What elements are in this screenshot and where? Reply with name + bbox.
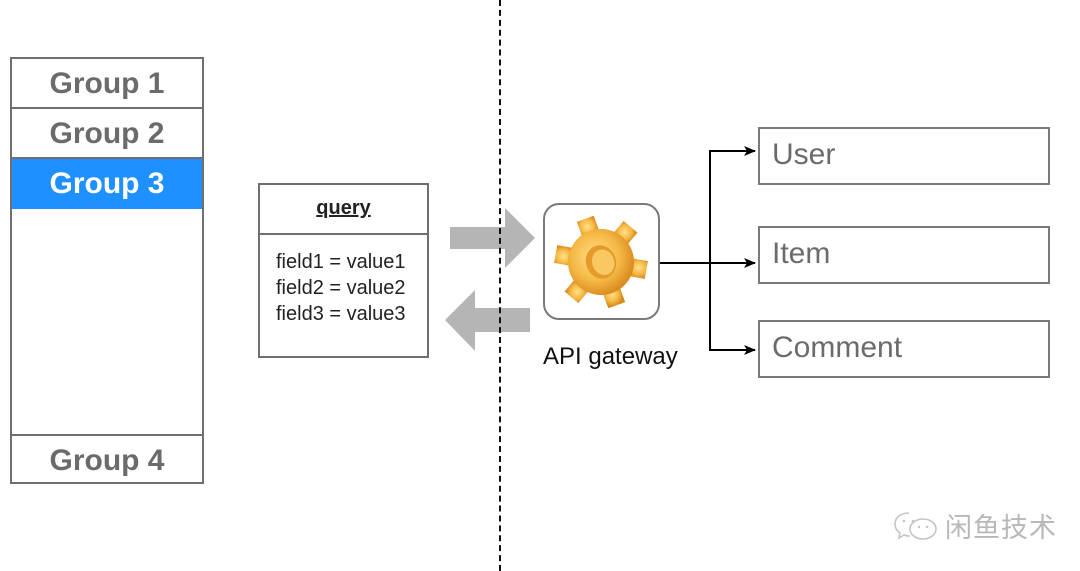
group-list: Group 1 Group 2 Group 3 Group 4 [10,57,204,484]
group-item-4[interactable]: Group 4 [12,434,202,484]
query-field: field1 = value1 [276,251,406,273]
wechat-icon [894,511,937,540]
gateway-connectors [660,146,756,355]
service-item[interactable]: Item [758,226,1050,284]
query-title: query [260,185,427,235]
watermark-text: 闲鱼技术 [945,513,1057,543]
group-item-3[interactable]: Group 3 [12,159,202,209]
group-item-1[interactable]: Group 1 [12,59,202,109]
connector-user [709,146,756,263]
api-gateway-label: API gateway [543,343,678,370]
service-comment[interactable]: Comment [758,320,1050,378]
query-field: field3 = value3 [276,303,406,325]
query-box: query field1 = value1 field2 = value2 fi… [258,183,429,358]
right-arrow-icon [450,208,535,268]
client-server-divider [499,0,501,571]
query-fields: field1 = value1 field2 = value2 field3 =… [276,249,406,327]
arrows [445,208,535,351]
api-gateway-box[interactable] [543,203,660,320]
gear-icon [554,215,648,309]
query-field: field2 = value2 [276,277,406,299]
watermark: 闲鱼技术 [893,506,1057,545]
connector-comment [709,263,756,355]
group-item-2[interactable]: Group 2 [12,109,202,159]
left-arrow-icon [445,290,530,351]
service-user[interactable]: User [758,127,1050,185]
